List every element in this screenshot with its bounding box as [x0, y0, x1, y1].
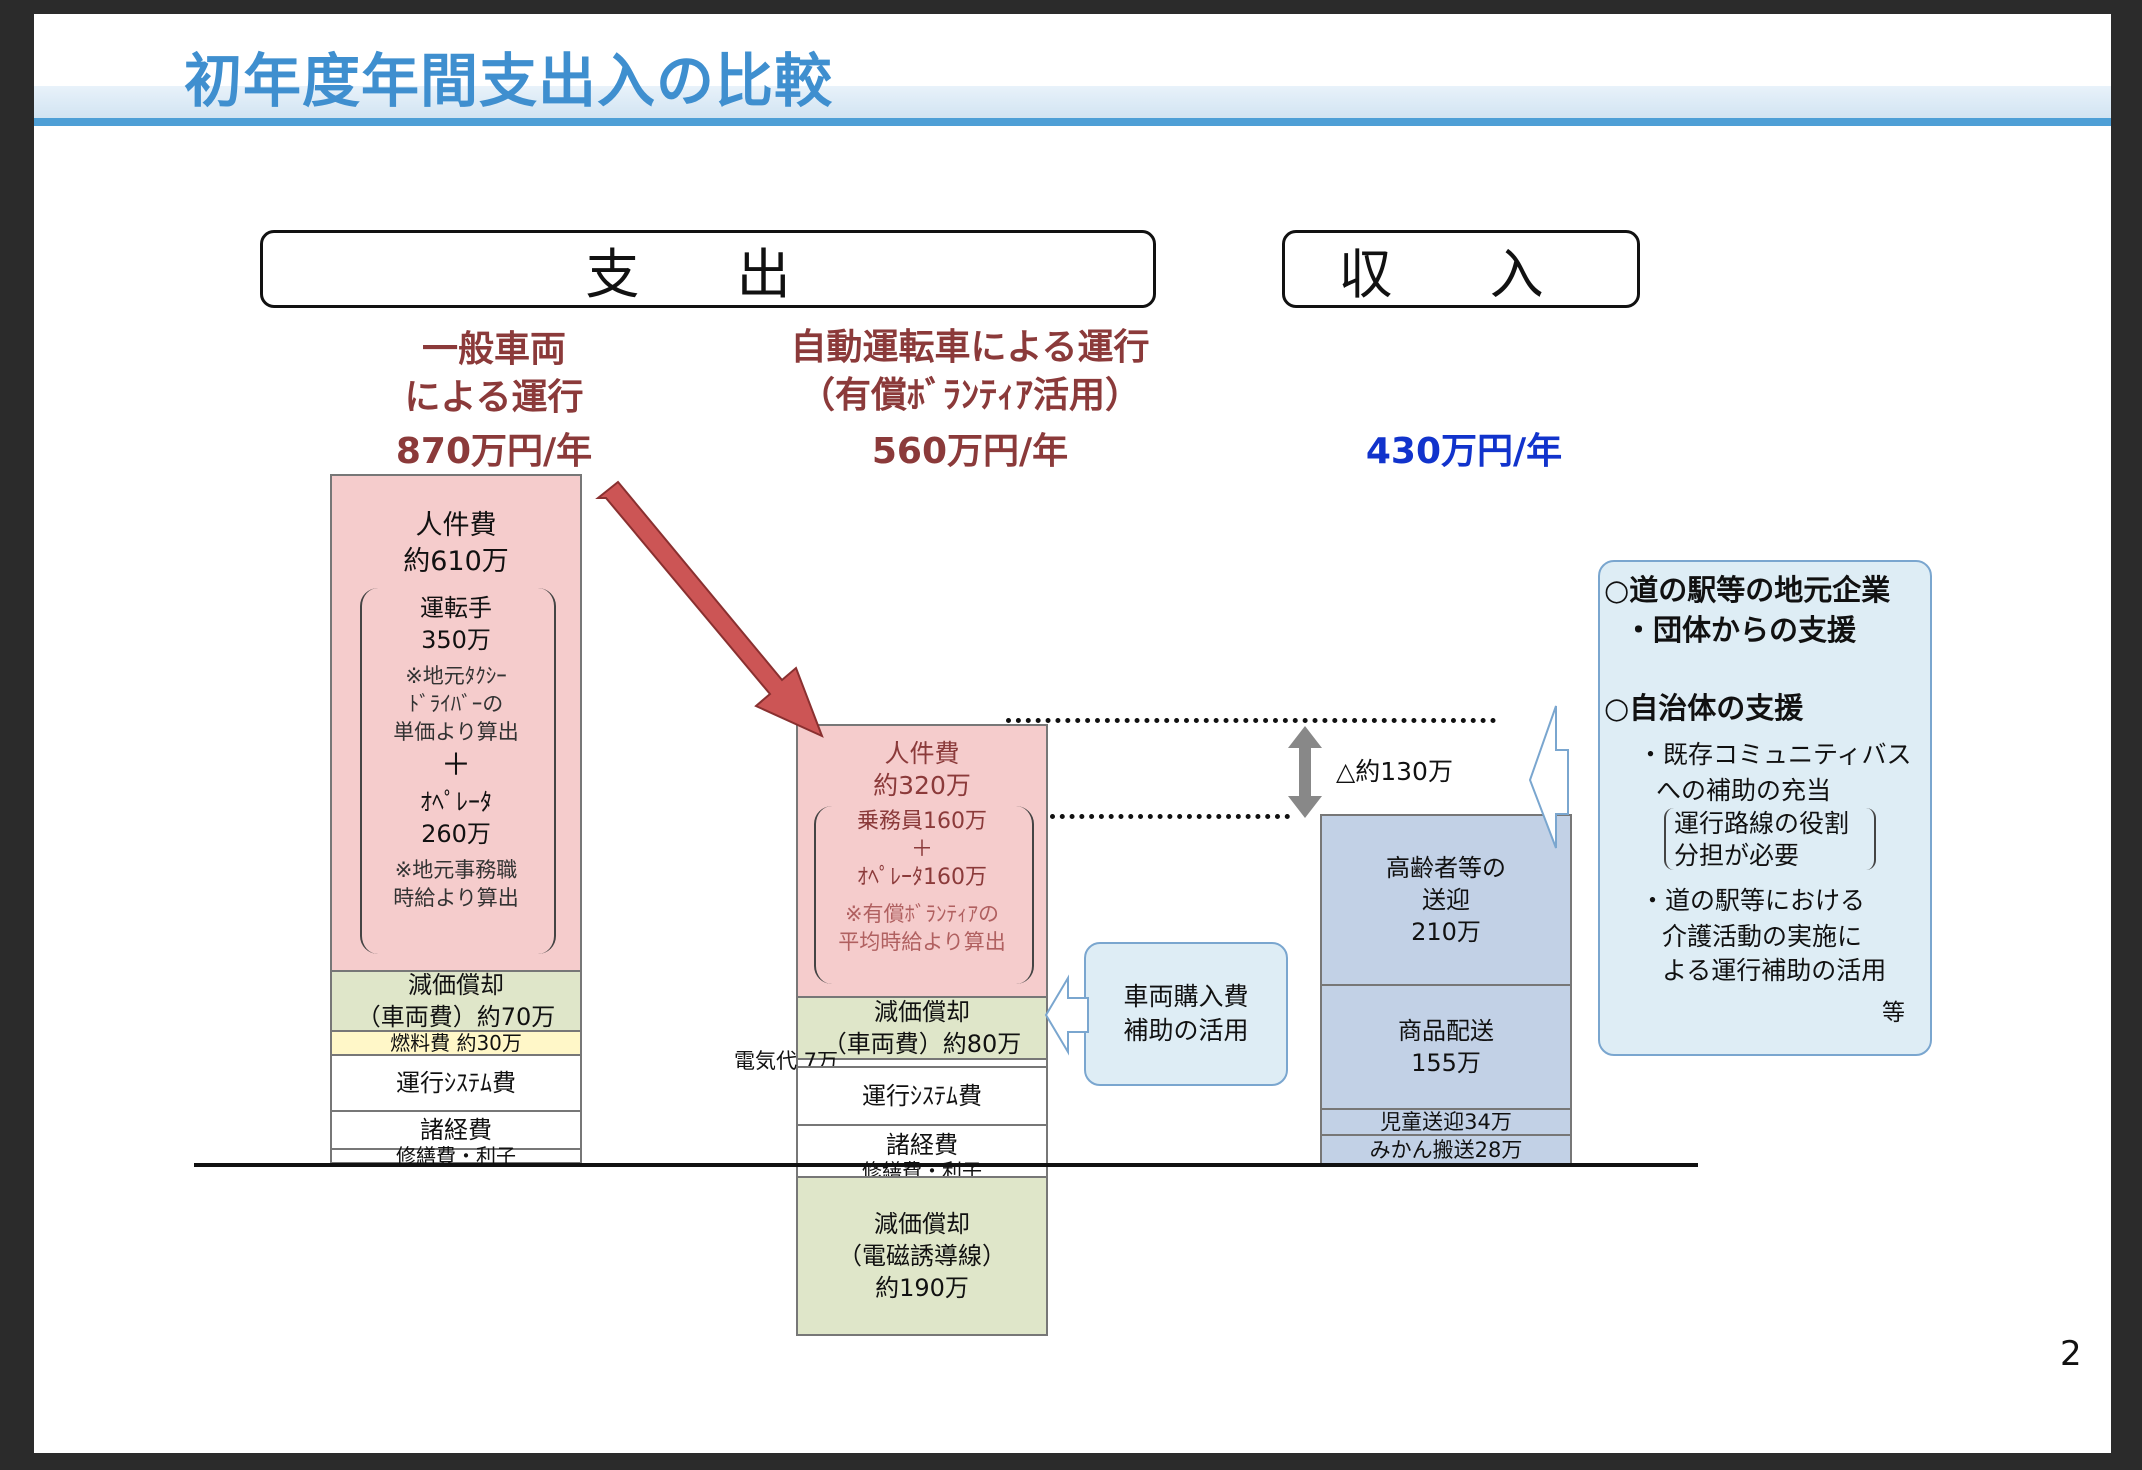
auto-heading-line1: 自動運転車による運行	[790, 327, 1150, 368]
general-heading: 一般車両 による運行	[294, 326, 694, 422]
general-personnel-value: 約610万	[403, 546, 509, 577]
general-repair-bar: 修繕費・利子	[330, 1146, 582, 1166]
support-line2: ・団体からの支援	[1624, 613, 1857, 647]
income-level-line	[1050, 814, 1290, 819]
support-line4: ・既存コミュニティバス	[1638, 740, 1912, 769]
subsidy-arrow-icon	[1044, 974, 1089, 1056]
support-bracket	[1664, 808, 1876, 870]
gap-label: △約130万	[1336, 757, 1453, 786]
income-delivery-label: 商品配送	[1398, 1017, 1494, 1045]
support-box	[1598, 560, 1932, 1056]
auto-personnel-detail: 乗務員160万 ＋ ｵﾍﾟﾚｰﾀ160万 ※有償ﾎﾞﾗﾝﾃｨｱの 平均時給より算…	[814, 808, 1030, 956]
general-driver-label: 運転手	[420, 594, 492, 622]
support-arrow-icon	[1528, 705, 1569, 849]
income-delivery-bar: 商品配送 155万	[1320, 984, 1572, 1110]
income-mikan-bar: みかん搬送28万	[1320, 1134, 1572, 1166]
auto-note-1: ※有償ﾎﾞﾗﾝﾃｨｱの	[844, 902, 1000, 926]
slide: 初年度年間支出入の比較 支 出 収 入 一般車両 による運行 870万円/年 自…	[34, 14, 2111, 1453]
income-delivery-value: 155万	[1411, 1049, 1481, 1077]
auto-heading: 自動運転車による運行 （有償ﾎﾞﾗﾝﾃｨｱ活用）	[710, 324, 1230, 420]
auto-personnel-value: 約320万	[873, 771, 971, 800]
general-operator-value: 260万	[421, 820, 491, 848]
title-underline	[34, 118, 2111, 126]
support-line1: ○道の駅等の地元企業	[1604, 573, 1891, 607]
auto-heading-line2: （有償ﾎﾞﾗﾝﾃｨｱ活用）	[798, 375, 1141, 416]
page-title: 初年度年間支出入の比較	[184, 47, 834, 115]
general-depreciation-label: 減価償却	[408, 971, 504, 999]
general-depreciation-bar: 減価償却 （車両費）約70万	[330, 970, 582, 1032]
general-personnel-label: 人件費	[415, 510, 497, 541]
auto-induction-value: 約190万	[875, 1274, 969, 1302]
general-personnel-bracket	[360, 588, 556, 954]
auto-personnel-label: 人件費	[884, 739, 960, 768]
auto-note-2: 平均時給より算出	[838, 930, 1006, 954]
general-driver-note-3: 単価より算出	[393, 720, 519, 744]
auto-depreciation-value: （車両費）約80万	[822, 1030, 1022, 1058]
auto-crew: 乗務員160万	[857, 809, 987, 834]
income-amount: 430万円/年	[1365, 431, 1563, 472]
support-line10: よる運行補助の活用	[1662, 956, 1887, 985]
general-plus: ＋	[441, 748, 471, 783]
general-driver-value: 350万	[421, 626, 491, 654]
support-line8: ・道の駅等における	[1640, 886, 1866, 915]
general-driver-note-2: ﾄﾞﾗｲﾊﾞｰの	[408, 692, 504, 716]
income-header: 収 入	[1282, 230, 1640, 308]
general-operator-note-1: ※地元事務職	[394, 858, 518, 882]
general-depreciation-value: （車両費）約70万	[356, 1003, 556, 1031]
general-system-bar: 運行ｼｽﾃﾑ費	[330, 1054, 582, 1112]
baseline	[194, 1163, 1698, 1167]
support-line7: 分担が必要	[1674, 841, 1800, 870]
general-driver-note-1: ※地元ﾀｸｼｰ	[405, 664, 507, 688]
support-line3: ○自治体の支援	[1604, 691, 1804, 725]
general-personnel-bar: 人件費 約610万	[330, 474, 582, 972]
support-line5: への補助の充当	[1656, 776, 1832, 805]
general-heading-line1: 一般車両	[421, 329, 566, 370]
income-elderly-line1: 高齢者等の	[1386, 854, 1506, 882]
auto-personnel-bracket	[814, 806, 1034, 984]
support-line11: 等	[1882, 1000, 1905, 1026]
auto-plus: ＋	[910, 837, 933, 862]
auto-misc-bar: 諸経費	[796, 1124, 1048, 1166]
auto-system-bar: 運行ｼｽﾃﾑ費	[796, 1066, 1048, 1126]
general-misc-bar: 諸経費	[330, 1110, 582, 1150]
auto-induction-sub: （電磁誘導線）	[838, 1242, 1006, 1270]
expense-header: 支 出	[260, 230, 1156, 308]
subsidy-line2: 補助の活用	[1123, 1016, 1249, 1045]
auto-depreciation-bar: 減価償却 （車両費）約80万	[796, 996, 1048, 1060]
subsidy-callout: 車両購入費 補助の活用	[1084, 942, 1288, 1086]
general-heading-line2: による運行	[404, 377, 584, 418]
general-operator-note-2: 時給より算出	[393, 886, 519, 910]
auto-personnel-bar: 人件費 約320万	[796, 724, 1048, 998]
auto-induction-bar: 減価償却 （電磁誘導線） 約190万	[796, 1176, 1048, 1336]
support-line9: 介護活動の実施に	[1662, 922, 1863, 951]
gap-double-arrow-icon	[1288, 726, 1322, 818]
general-personnel-detail: 運転手 350万 ※地元ﾀｸｼｰ ﾄﾞﾗｲﾊﾞｰの 単価より算出 ＋ ｵﾍﾟﾚｰ…	[360, 592, 552, 912]
auto-operator: ｵﾍﾟﾚｰﾀ160万	[857, 865, 987, 890]
income-elderly-bar: 高齢者等の 送迎 210万	[1320, 814, 1572, 986]
income-elderly-line2: 送迎	[1422, 886, 1470, 914]
subsidy-line1: 車両購入費	[1123, 982, 1249, 1011]
income-children-bar: 児童送迎34万	[1320, 1108, 1572, 1136]
auto-amount: 560万円/年	[871, 431, 1069, 472]
page-number: 2	[2060, 1334, 2082, 1374]
auto-induction-label: 減価償却	[874, 1210, 970, 1238]
expense-level-line	[1006, 718, 1496, 723]
general-operator-label: ｵﾍﾟﾚｰﾀ	[420, 788, 492, 816]
income-elderly-value: 210万	[1411, 918, 1481, 946]
reduction-arrow-icon	[595, 480, 824, 738]
general-amount: 870万円/年	[395, 431, 593, 472]
title-band	[34, 86, 2111, 122]
auto-depreciation-label: 減価償却	[874, 998, 970, 1026]
general-fuel-bar: 燃料費 約30万	[330, 1030, 582, 1056]
support-line6: 運行路線の役割	[1674, 809, 1850, 838]
